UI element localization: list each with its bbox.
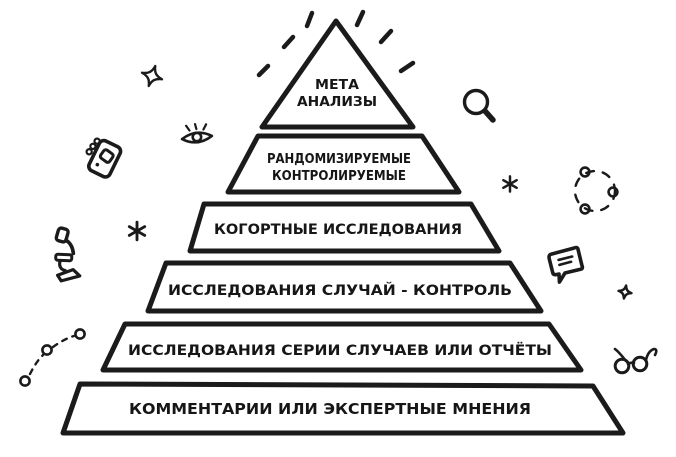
molecule-chain-icon bbox=[19, 328, 86, 387]
tier-shadows bbox=[72, 129, 616, 444]
pyramid-level-randomized-controlled: РАНДОМИЗИРУЕМЫЕ КОНТРОЛИРУЕМЫЕ bbox=[225, 133, 462, 195]
asterisk-icon bbox=[127, 220, 147, 242]
molecule-ring-icon bbox=[573, 166, 619, 215]
level-6-label: КОММЕНТАРИИ ИЛИ ЭКСПЕРТНЫЕ МНЕНИЯ bbox=[129, 400, 531, 418]
sunburst-rays-icon bbox=[256, 9, 416, 78]
pyramid-level-comments-or-expert-opinions: КОММЕНТАРИИ ИЛИ ЭКСПЕРТНЫЕ МНЕНИЯ bbox=[60, 381, 626, 436]
level-1-label-line-2: АНАЛИЗЫ bbox=[297, 94, 377, 110]
level-3-label: КОГОРТНЫЕ ИССЛЕДОВАНИЯ bbox=[214, 222, 462, 238]
pyramid-level-case-series-or-reports: ИССЛЕДОВАНИЯ СЕРИИ СЛУЧАЕВ ИЛИ ОТЧЁТЫ bbox=[100, 321, 584, 373]
level-1-label-line-1: МЕТА bbox=[315, 77, 360, 93]
eye-icon bbox=[180, 123, 214, 144]
level-4-label: ИССЛЕДОВАНИЯ СЛУЧАЙ - КОНТРОЛЬ bbox=[168, 282, 512, 299]
level-2-label-line-2: КОНТРОЛИРУЕМЫЕ bbox=[272, 168, 406, 184]
pyramid-level-case-control-studies: ИССЛЕДОВАНИЯ СЛУЧАЙ - КОНТРОЛЬ bbox=[145, 260, 544, 314]
camera-icon bbox=[85, 137, 123, 179]
pyramid-level-cohort-studies: КОГОРТНЫЕ ИССЛЕДОВАНИЯ bbox=[187, 201, 502, 254]
level-5-label: ИССЛЕДОВАНИЯ СЕРИИ СЛУЧАЕВ ИЛИ ОТЧЁТЫ bbox=[128, 342, 552, 359]
magnifying-glass-icon bbox=[462, 88, 496, 123]
asterisk-icon bbox=[502, 175, 518, 193]
sparkle-icon bbox=[616, 283, 634, 301]
microscope-icon bbox=[54, 226, 82, 283]
glasses-icon bbox=[613, 347, 658, 375]
speech-bubble-icon bbox=[547, 245, 585, 284]
pyramid-level-meta-analyses: МЕТА АНАЛИЗЫ bbox=[259, 18, 416, 130]
level-2-label-line-1: РАНДОМИЗИРУЕМЫЕ bbox=[267, 151, 411, 167]
sparkle-icon bbox=[137, 61, 167, 91]
pyramid: МЕТА АНАЛИЗЫ РАНДОМИЗИРУЕМЫЕ КОНТРОЛИРУЕ… bbox=[60, 18, 626, 436]
